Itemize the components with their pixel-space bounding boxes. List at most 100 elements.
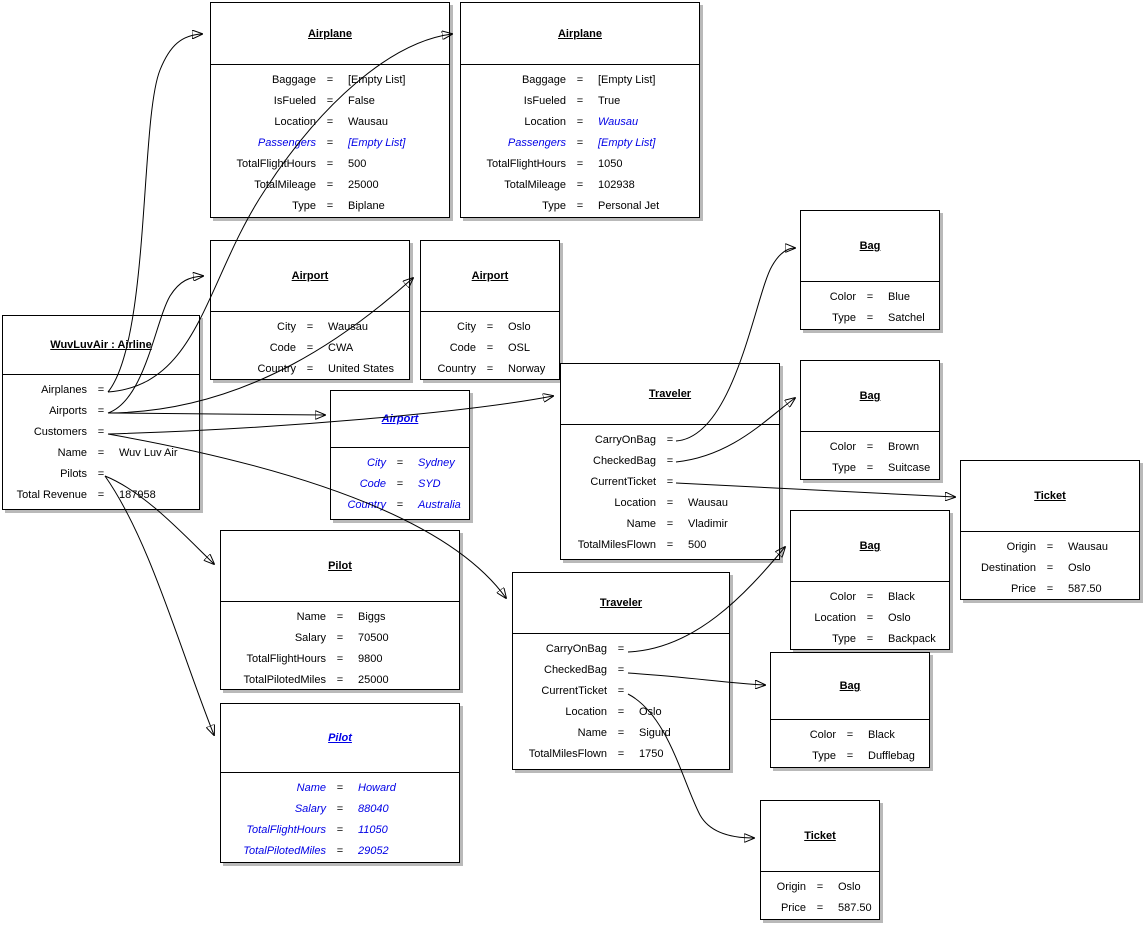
field-value: Sigurd <box>639 727 671 739</box>
field-value <box>113 422 199 443</box>
field-passengers: Passengers=[Empty List] <box>461 133 699 154</box>
field-label: Total Revenue <box>16 489 87 501</box>
field-label: CarryOnBag <box>594 434 656 446</box>
equals-sign: = <box>97 468 105 480</box>
field-label: City <box>277 321 296 333</box>
field-label: IsFueled <box>523 95 566 107</box>
equals-sign: = <box>617 685 625 697</box>
field-label: Type <box>292 200 316 212</box>
field-airplanes: Airplanes= <box>3 380 199 401</box>
field-color: Color=Black <box>771 725 929 746</box>
equals-sign: = <box>1046 562 1054 574</box>
field-label: City <box>367 457 386 469</box>
field-value: 29052 <box>358 845 389 857</box>
field-label: Type <box>832 462 856 474</box>
field-label: Price <box>1010 583 1036 595</box>
field-price: Price=587.50 <box>961 579 1139 600</box>
equals-sign: = <box>576 74 584 86</box>
node-fields: CarryOnBag=CheckedBag=CurrentTicket=Loca… <box>513 634 729 765</box>
node-title: Airplane <box>461 3 699 65</box>
field-type: Type=Personal Jet <box>461 196 699 217</box>
field-label: IsFueled <box>273 95 316 107</box>
field-location: Location=Oslo <box>791 608 949 629</box>
field-checkedbag: CheckedBag= <box>561 451 779 472</box>
field-label: Origin <box>776 881 806 893</box>
node-title: Airport <box>211 241 409 312</box>
field-country: Country=Australia <box>331 495 469 516</box>
field-label: TotalFlightHours <box>246 824 326 836</box>
field-label: Country <box>347 499 386 511</box>
node-title: Bag <box>801 361 939 432</box>
field-value: Oslo <box>508 321 531 333</box>
field-value <box>113 401 199 422</box>
node-title: Bag <box>791 511 949 582</box>
field-label: TotalFlightHours <box>246 653 326 665</box>
field-airports: Airports = <box>3 401 199 422</box>
field-label: Code <box>269 342 296 354</box>
field-value: Biplane <box>348 200 385 212</box>
field-country: Country=United States <box>211 359 409 380</box>
field-label: Customers <box>33 426 87 438</box>
field-totalmileage: TotalMileage=25000 <box>211 175 449 196</box>
field-value: Oslo <box>888 612 911 624</box>
field-label: Airports <box>49 405 87 417</box>
field-label: TotalMileage <box>504 179 566 191</box>
field-value: 9800 <box>358 653 383 665</box>
field-totalpilotedmiles: TotalPilotedMiles=29052 <box>221 841 459 862</box>
node-fields: CarryOnBag=CheckedBag=CurrentTicket=Loca… <box>561 425 779 556</box>
equals-sign: = <box>97 426 105 438</box>
field-value: [Empty List] <box>348 137 406 149</box>
field-value: 1750 <box>639 748 664 760</box>
field-value: 587.50 <box>838 902 872 914</box>
field-totalflighthours: TotalFlightHours=11050 <box>221 820 459 841</box>
field-label: Salary <box>294 803 326 815</box>
node-title: Pilot <box>221 704 459 773</box>
field-totalmilesflown: TotalMilesFlown=500 <box>561 535 779 556</box>
field-label: Name <box>57 447 87 459</box>
field-label: Type <box>542 200 566 212</box>
field-value: Wausau <box>688 497 728 509</box>
field-label: Color <box>809 729 836 741</box>
field-totalpilotedmiles: TotalPilotedMiles=25000 <box>221 670 459 691</box>
equals-sign: = <box>97 489 105 501</box>
equals-sign: = <box>486 342 494 354</box>
field-totalflighthours: TotalFlightHours=500 <box>211 154 449 175</box>
field-carryonbag: CarryOnBag= <box>513 639 729 660</box>
field-carryonbag: CarryOnBag= <box>561 430 779 451</box>
field-customers: Customers = <box>3 422 199 443</box>
equals-sign: = <box>486 321 494 333</box>
field-label: Name <box>296 611 326 623</box>
field-value: SYD <box>418 478 441 490</box>
field-code: Code=OSL <box>421 338 559 359</box>
field-label: Salary <box>294 632 326 644</box>
equals-sign: = <box>97 405 105 417</box>
field-label: CheckedBag <box>593 455 656 467</box>
field-value: True <box>598 95 621 107</box>
equals-sign: = <box>396 499 404 511</box>
equals-sign: = <box>666 539 674 551</box>
field-name: Name=Biggs <box>221 607 459 628</box>
field-label: City <box>457 321 476 333</box>
equals-sign: = <box>576 179 584 191</box>
field-value <box>633 660 729 681</box>
equals-sign: = <box>617 727 625 739</box>
